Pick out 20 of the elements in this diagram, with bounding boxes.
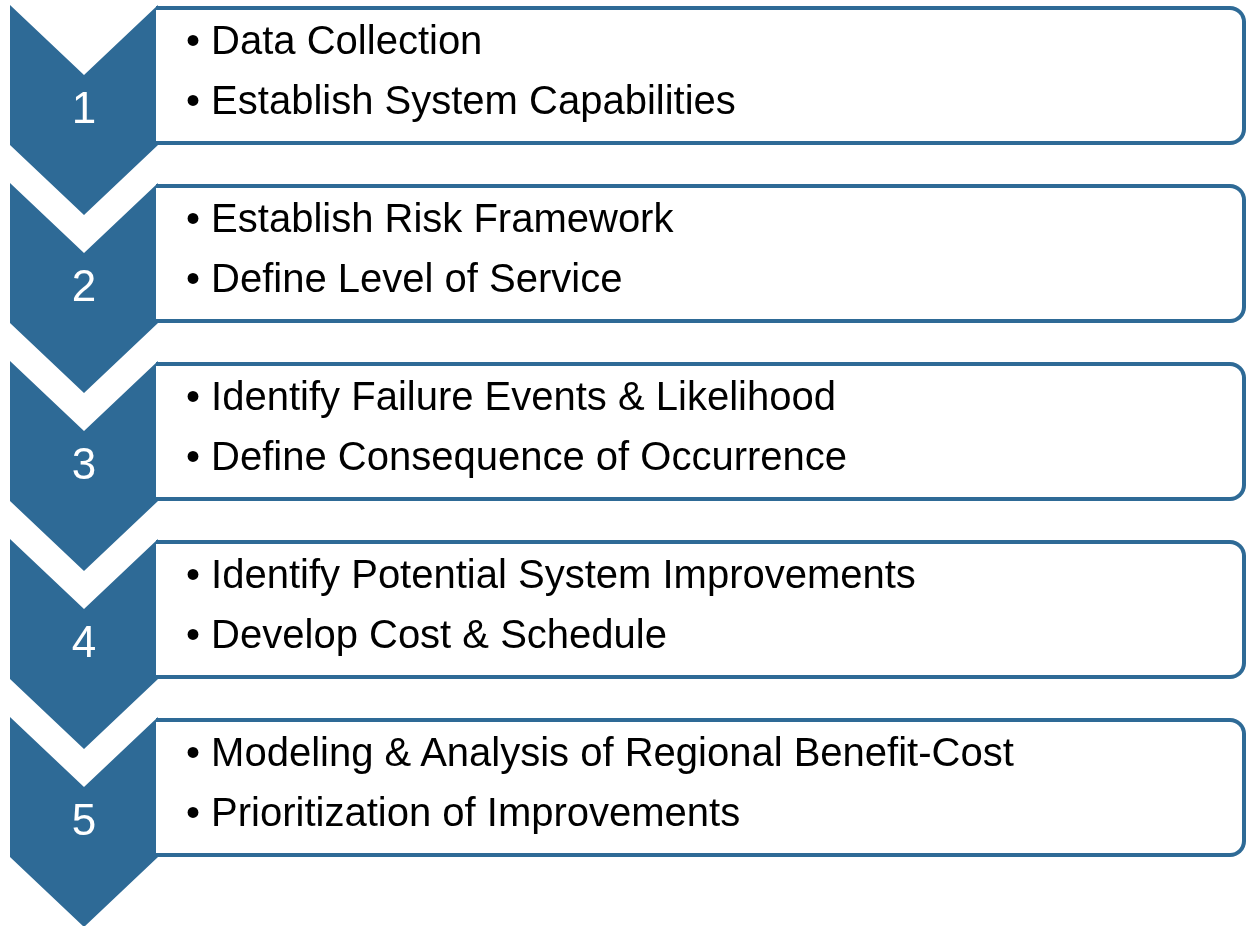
step-box bbox=[156, 718, 1246, 857]
step-number: 4 bbox=[70, 617, 98, 667]
step-number: 3 bbox=[70, 439, 98, 489]
bullet-item: • Data Collection bbox=[186, 17, 483, 64]
bullet-item: • Establish Risk Framework bbox=[186, 195, 674, 242]
bullet-item: • Prioritization of Improvements bbox=[186, 789, 741, 836]
step-number: 2 bbox=[70, 261, 98, 311]
step-number: 5 bbox=[70, 795, 98, 845]
step-box bbox=[156, 540, 1246, 679]
bullet-item: • Define Consequence of Occurrence bbox=[186, 433, 848, 480]
bullet-item: • Identify Failure Events & Likelihood bbox=[186, 373, 836, 420]
bullet-item: • Develop Cost & Schedule bbox=[186, 611, 667, 658]
bullet-item: • Identify Potential System Improvements bbox=[186, 551, 916, 598]
bullet-item: • Modeling & Analysis of Regional Benefit-Cost bbox=[186, 729, 1014, 776]
step-box bbox=[156, 362, 1246, 501]
step-box bbox=[156, 184, 1246, 323]
bullet-item: • Establish System Capabilities bbox=[186, 77, 736, 124]
bullet-item: • Define Level of Service bbox=[186, 255, 623, 302]
step-number: 1 bbox=[70, 83, 98, 133]
step-box bbox=[156, 6, 1246, 145]
